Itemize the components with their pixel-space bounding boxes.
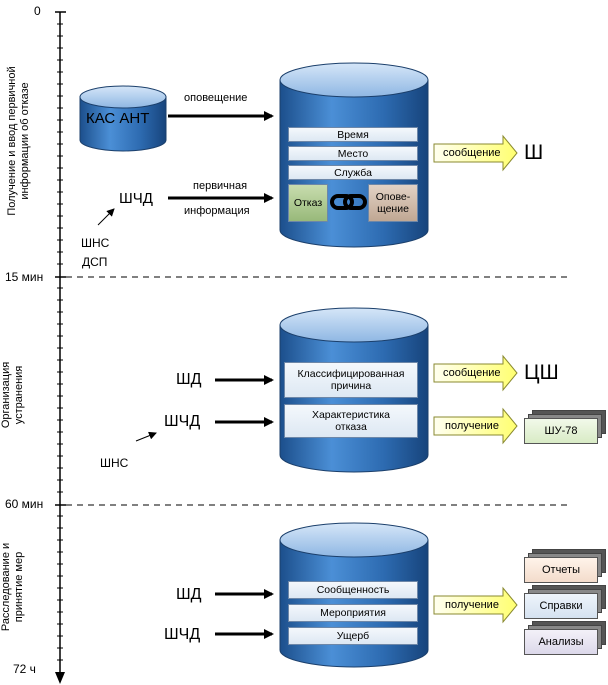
document-stack-references: Справки <box>524 585 606 621</box>
arrow-message-2 <box>433 354 518 392</box>
classified-cause-line2: причина <box>330 380 372 392</box>
field-damage: Ущерб <box>288 627 418 645</box>
message-label-2: сообщение <box>443 367 501 379</box>
arrow-receipt-2 <box>433 407 518 445</box>
document-analyses: Анализы <box>524 629 598 655</box>
primary-info-line2: информация <box>184 205 250 217</box>
field-place: Место <box>288 146 418 161</box>
kas-ant-database-icon <box>79 85 167 152</box>
shd-label-3: ШД <box>176 586 202 603</box>
field-time: Время <box>288 127 418 142</box>
dsp-label: ДСП <box>82 255 108 269</box>
kas-ant-label: КАС АНТ <box>86 110 150 127</box>
field-service: Служба <box>288 165 418 180</box>
tick-label-15min: 15 мин <box>5 270 44 284</box>
arrow-shns <box>135 431 157 442</box>
arrow-shns-dsp <box>97 208 115 226</box>
shchd-label-3: ШЧД <box>164 626 201 643</box>
receipt-label-2: получение <box>445 420 499 432</box>
alert-box: Опове- щение <box>368 184 418 222</box>
classified-cause-line1: Классифицированная <box>297 368 405 380</box>
document-stack-analyses: Анализы <box>524 621 606 657</box>
phase-label-2: Организация устранения <box>0 361 25 429</box>
link-icon <box>330 194 367 210</box>
document-reports: Отчеты <box>524 557 598 583</box>
alert-line2: щение <box>377 203 409 215</box>
shd-label-2: ШД <box>176 371 202 388</box>
phase-label-3: Расследование и принятие мер <box>0 542 25 632</box>
alert-line1: Опове- <box>375 191 411 203</box>
tick-label-72h: 72 ч <box>13 662 36 676</box>
document-stack-reports: Отчеты <box>524 549 606 585</box>
tick-label-0: 0 <box>34 4 41 18</box>
phase-label-1: Получение и ввод первичной информации об… <box>6 66 31 216</box>
arrow-receipt-3 <box>433 586 518 624</box>
document-stack-shu78: ШУ-78 <box>524 410 606 446</box>
shchd-label-2: ШЧД <box>164 413 201 430</box>
refusal-box: Отказ <box>288 184 328 222</box>
shns-label-1: ШНС <box>81 236 110 250</box>
field-measures: Мероприятия <box>288 604 418 622</box>
timeline-axis <box>55 11 66 684</box>
document-references: Справки <box>524 593 598 619</box>
shchd-label-1: ШЧД <box>119 190 153 207</box>
document-shu78: ШУ-78 <box>524 418 598 444</box>
message-label-1: сообщение <box>443 147 501 159</box>
field-reporting: Сообщенность <box>288 581 418 599</box>
shns-label-2: ШНС <box>100 456 129 470</box>
receipt-label-3: получение <box>445 599 499 611</box>
field-classified-cause: Классифицированная причина <box>284 362 418 398</box>
refusal-characteristic-line1: Характеристика <box>311 409 391 421</box>
recipient-tssh: ЦШ <box>524 361 559 384</box>
tick-label-60min: 60 мин <box>5 497 44 511</box>
primary-info-line1: первичная <box>193 180 248 192</box>
refusal-characteristic-line2: отказа <box>335 421 367 433</box>
field-refusal-characteristic: Характеристика отказа <box>284 404 418 438</box>
notification-label: оповещение <box>184 92 248 104</box>
arrow-message-1 <box>433 134 518 172</box>
recipient-sh: Ш <box>524 141 544 164</box>
